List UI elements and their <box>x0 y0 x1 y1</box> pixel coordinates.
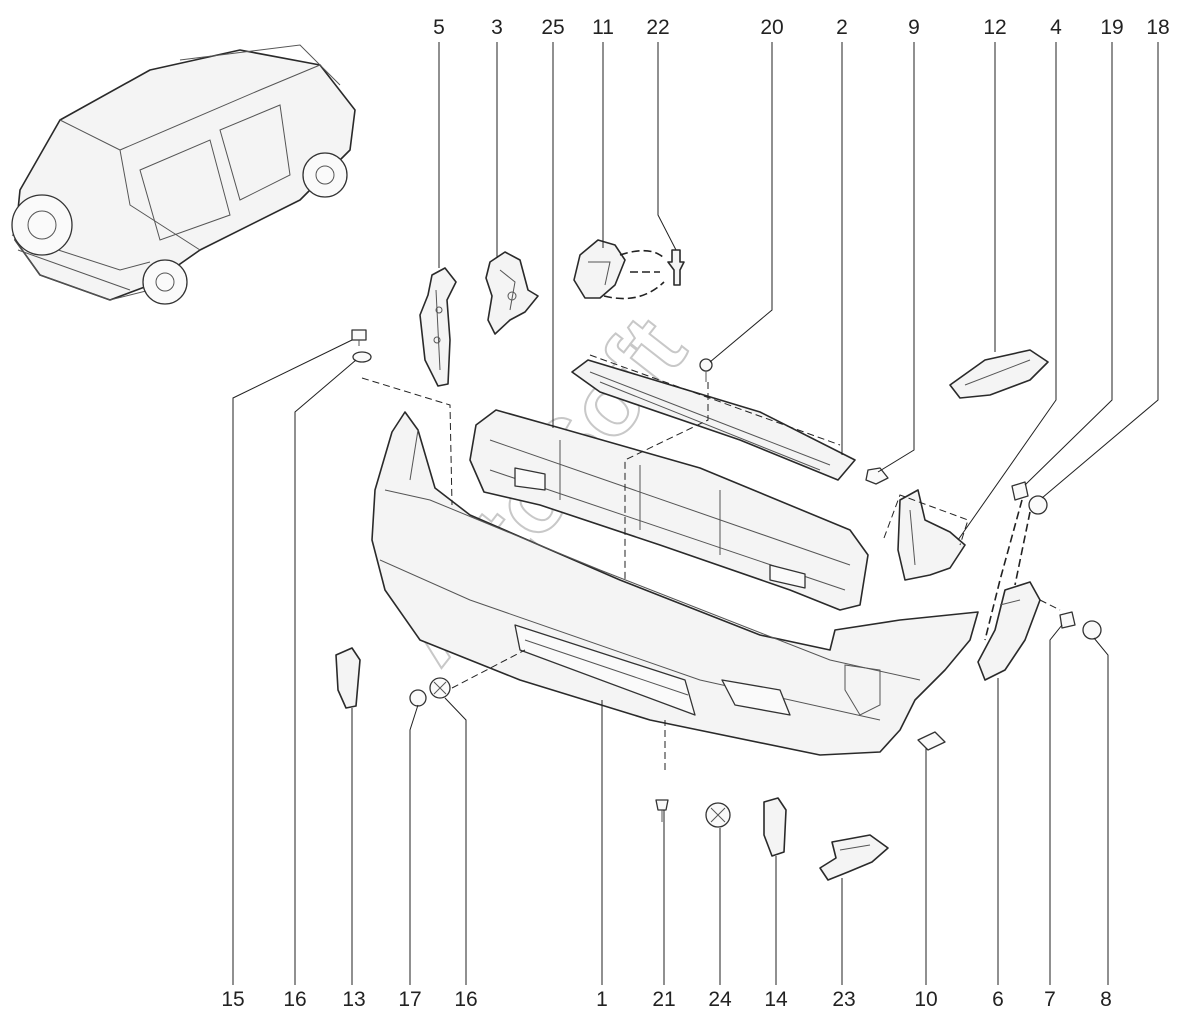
part-8-cap <box>1082 620 1102 640</box>
callout-label: 21 <box>652 988 675 1011</box>
callout-label: 16 <box>454 988 477 1011</box>
part-4-corner-bracket <box>883 489 969 581</box>
callout-label: 10 <box>914 988 937 1011</box>
callout-label: 22 <box>646 16 669 39</box>
part-11-clip <box>573 239 665 300</box>
callouts-top: 5 3 25 11 22 20 2 9 12 4 19 18 <box>433 16 1170 39</box>
part-18-cap <box>1028 495 1048 515</box>
callout-label: 12 <box>983 16 1006 39</box>
part-15-screw <box>351 329 367 346</box>
callout-label: 4 <box>1050 16 1062 39</box>
callout-label: 5 <box>433 16 445 39</box>
callouts-bottom: 15 16 13 17 16 1 21 24 14 23 10 6 7 8 <box>221 988 1112 1011</box>
part-24-plug <box>705 802 731 828</box>
callout-label: 18 <box>1146 16 1169 39</box>
part-16-washer <box>352 351 372 363</box>
part-23-plate <box>819 834 889 881</box>
part-20-screw <box>699 358 713 382</box>
part-7-nut <box>1059 611 1076 629</box>
callout-label: 19 <box>1100 16 1123 39</box>
part-1-rear-bumper <box>371 411 979 756</box>
part-2-reinforcement-strip <box>571 359 856 481</box>
callout-label: 11 <box>592 16 614 39</box>
vehicle-overview-illustration <box>11 44 356 305</box>
part-5-bracket <box>419 267 457 387</box>
part-9-screw <box>865 467 889 485</box>
callout-label: 23 <box>832 988 855 1011</box>
part-13-reflector <box>335 647 361 709</box>
callout-label: 9 <box>908 16 920 39</box>
part-12-bracket <box>949 349 1049 399</box>
part-25-bumper-beam <box>469 409 869 611</box>
part-3-bracket <box>485 251 539 335</box>
callout-label: 3 <box>491 16 503 39</box>
callout-label: 13 <box>342 988 365 1011</box>
part-16-plug <box>429 677 451 699</box>
assembly-arrow <box>984 499 1023 641</box>
callout-label: 14 <box>764 988 788 1011</box>
part-10-clip <box>917 731 946 751</box>
part-6-side-bracket <box>977 581 1061 681</box>
callout-label: 2 <box>836 16 848 39</box>
callout-label: 17 <box>398 988 421 1011</box>
leader-lines <box>232 42 1159 985</box>
part-19-clip <box>1011 481 1029 501</box>
callout-label: 6 <box>992 988 1004 1011</box>
callout-label: 24 <box>708 988 732 1011</box>
part-21-pin <box>655 799 669 822</box>
callout-label: 16 <box>283 988 306 1011</box>
callout-label: 1 <box>596 988 608 1011</box>
callout-label: 20 <box>760 16 783 39</box>
part-17-plug <box>409 689 427 707</box>
callout-label: 7 <box>1044 988 1056 1011</box>
part-14-reflector <box>763 797 787 857</box>
callout-label: 15 <box>221 988 244 1011</box>
callout-label: 8 <box>1100 988 1112 1011</box>
part-22-pin <box>667 249 685 286</box>
assembly-arrow <box>1014 511 1031 586</box>
callout-label: 25 <box>541 16 564 39</box>
